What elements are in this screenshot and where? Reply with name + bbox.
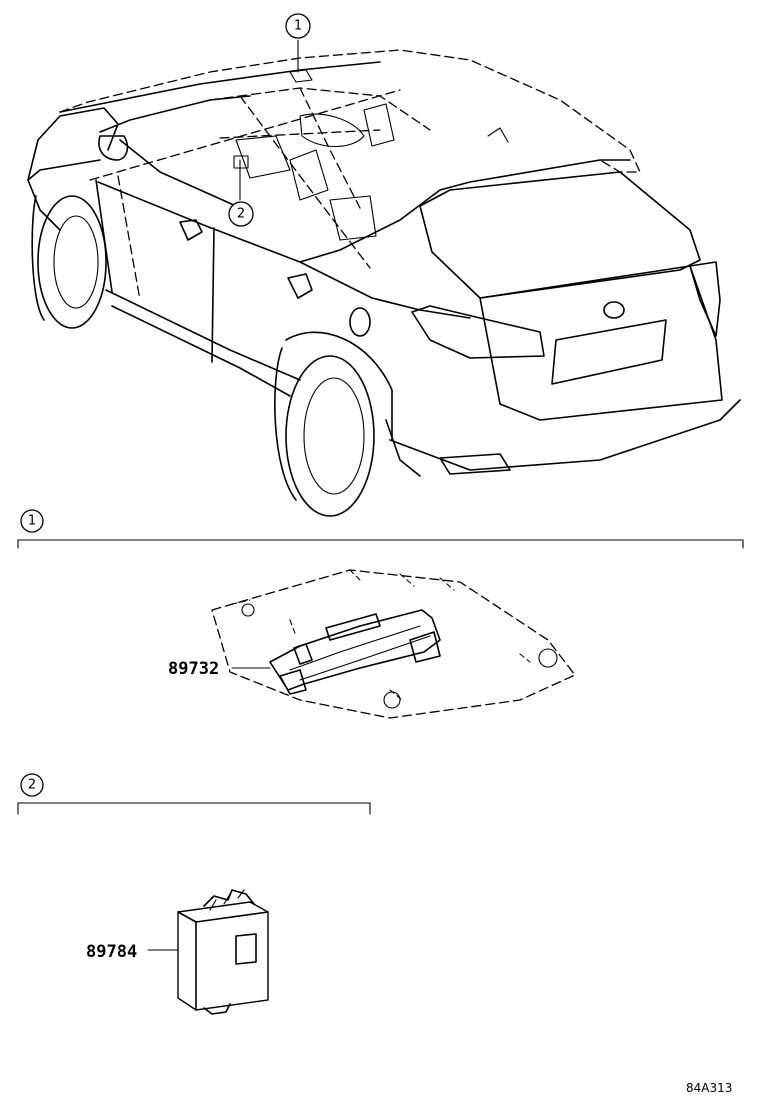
section-2: 2 89784 [17,773,371,1015]
section-2-divider [17,802,371,815]
vehicle-illustration [27,39,741,517]
headliner-panel [211,569,576,719]
wire-harness-89732 [269,609,441,695]
part-number-89732: 89732 [168,659,219,679]
vehicle-callout-2-label: 2 [237,207,245,222]
section-1: 1 89732 [17,509,744,719]
section-2-label: 2 [28,778,36,793]
vehicle-callout-2: 2 [228,201,254,227]
section-1-divider [17,539,744,549]
vehicle-callout-1-label: 1 [294,19,302,34]
vehicle-callout-1: 1 [285,13,311,39]
part-number-89784: 89784 [86,942,137,962]
control-module-89784 [177,889,269,1015]
diagram-ref-code: 84A313 [686,1081,732,1095]
section-1-label: 1 [28,514,36,529]
